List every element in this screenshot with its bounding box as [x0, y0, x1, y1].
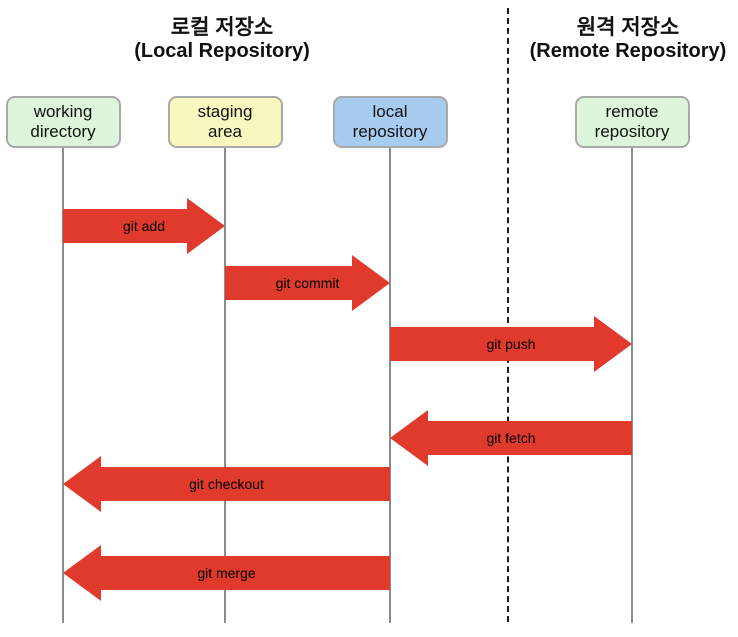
arrowhead-right-icon: [352, 255, 390, 311]
arrowhead-right-icon: [187, 198, 225, 254]
lifeline-local: [389, 148, 391, 623]
column-label-line1: working: [33, 102, 93, 121]
arrowhead-left-icon: [63, 456, 101, 512]
arrow-git-add: git add: [63, 198, 225, 254]
arrow-body: [63, 209, 187, 243]
arrow-git-checkout: git checkout: [63, 456, 390, 512]
arrow-label: git commit: [275, 275, 340, 291]
title-local-korean: 로컬 저장소: [170, 16, 274, 39]
arrow-git-push: git push: [390, 316, 632, 372]
arrow-label: git merge: [197, 565, 256, 581]
column-label-line2: area: [207, 122, 243, 141]
arrow-body: [225, 266, 352, 300]
title-local-repository: 로컬 저장소 (Local Repository): [72, 16, 372, 62]
arrow-body: [428, 421, 632, 455]
column-label-line1: local: [372, 102, 408, 121]
title-local-english: (Local Repository): [134, 40, 310, 62]
column-label-line2: repository: [352, 122, 428, 141]
arrow-git-fetch: git fetch: [390, 410, 632, 466]
arrow-label: git fetch: [486, 430, 536, 446]
column-label-line1: remote: [605, 102, 659, 121]
arrow-label: git checkout: [189, 476, 264, 492]
title-remote-english: (Remote Repository): [529, 40, 727, 62]
arrow-git-commit: git commit: [225, 255, 390, 311]
lifeline-working: [62, 148, 64, 623]
arrowhead-left-icon: [63, 545, 101, 601]
arrow-git-merge: git merge: [63, 545, 390, 601]
arrow-body: [101, 467, 390, 501]
column-label-line2: repository: [594, 122, 670, 141]
arrow-body: [390, 327, 594, 361]
arrow-label: git add: [122, 218, 166, 234]
arrowhead-left-icon: [390, 410, 428, 466]
lifeline-staging: [224, 148, 226, 623]
arrow-label: git push: [486, 336, 536, 352]
local-remote-separator-dashed-line: [507, 8, 509, 622]
lifeline-remote: [631, 148, 633, 623]
column-label-line1: staging: [197, 102, 253, 121]
title-remote-repository: 원격 저장소 (Remote Repository): [478, 16, 738, 62]
arrow-body: [101, 556, 390, 590]
title-remote-korean: 원격 저장소: [576, 16, 680, 39]
column-label-line2: directory: [30, 122, 96, 141]
arrowhead-right-icon: [594, 316, 632, 372]
